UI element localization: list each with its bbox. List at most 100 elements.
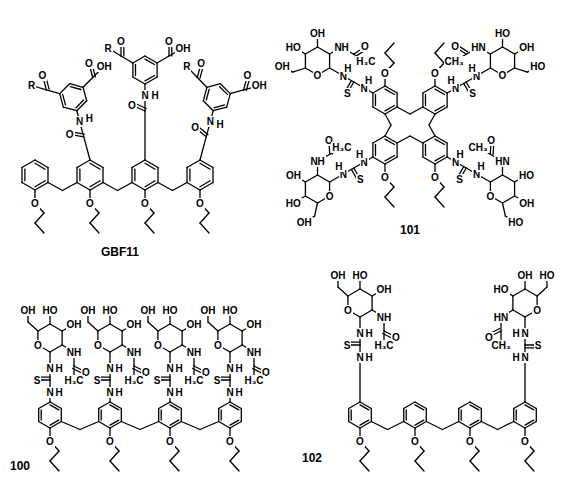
bond-line — [170, 324, 182, 331]
bond-line — [385, 125, 391, 136]
bond-line — [110, 461, 119, 471]
atom-label: O — [313, 70, 323, 81]
bond-line — [513, 310, 525, 317]
bond-line — [305, 182, 306, 196]
atom-label: HO — [42, 305, 59, 316]
bond-line — [83, 87, 87, 101]
atom-label: O — [190, 122, 200, 133]
atom-label: O — [38, 70, 48, 81]
atom-label: H — [364, 352, 373, 363]
bond-line — [498, 422, 514, 430]
atom-label: NH — [66, 347, 82, 358]
atom-label: H — [54, 387, 63, 398]
atom-label: H — [364, 328, 373, 339]
bond-line — [490, 47, 502, 54]
bond-line — [110, 451, 119, 461]
bond-line — [514, 402, 525, 409]
bond-line — [121, 56, 133, 63]
bond-line — [415, 461, 424, 471]
bond-line — [481, 422, 497, 430]
atom-label: HO — [162, 305, 179, 316]
bond-line — [170, 405, 179, 410]
bond-line — [373, 86, 385, 93]
bond-line — [396, 143, 397, 157]
bond-line — [360, 451, 369, 461]
bond-line — [181, 331, 182, 345]
atom-label: OH — [20, 305, 37, 316]
bond-line — [305, 54, 306, 68]
atom-label: OH — [66, 319, 83, 330]
atom-label: HO — [529, 61, 546, 72]
bond-line — [338, 287, 348, 296]
atom-label: N — [520, 328, 529, 339]
bond-line — [429, 125, 435, 136]
atom-label: NH — [186, 347, 202, 358]
atom-label: O — [243, 70, 253, 81]
bond-line — [77, 183, 90, 191]
atom-label: OH — [518, 198, 535, 209]
bond-line — [515, 68, 528, 72]
bond-line — [396, 93, 397, 107]
bond-line — [429, 114, 435, 125]
atom-label: NH — [309, 156, 325, 167]
atom-label: O — [105, 436, 115, 447]
bond-line — [525, 405, 534, 410]
bond-line — [35, 163, 45, 169]
atom-label: H — [114, 387, 123, 398]
bond-line — [156, 63, 157, 77]
bond-line — [200, 163, 210, 169]
bond-line — [371, 409, 372, 422]
atom-label: N — [206, 116, 215, 127]
bond-line — [76, 168, 77, 183]
bond-line — [305, 47, 317, 54]
bond-line — [514, 182, 515, 196]
bond-line — [230, 420, 239, 425]
bond-line — [38, 409, 39, 422]
bond-line — [373, 136, 385, 143]
atom-label: O — [195, 198, 205, 209]
bond-line — [490, 54, 491, 68]
atom-label: HN — [493, 312, 509, 323]
bond-line — [61, 422, 80, 430]
bond-line — [230, 345, 242, 352]
bond-line — [90, 223, 99, 233]
bond-line — [159, 422, 170, 429]
bond-line — [22, 160, 35, 168]
atom-label: CH₃ — [468, 142, 489, 153]
bond-line — [349, 402, 360, 409]
bond-line — [41, 410, 42, 420]
bond-line — [77, 101, 87, 111]
bond-line — [525, 451, 534, 461]
atom-label: HO — [494, 28, 511, 39]
bond-line — [61, 331, 62, 345]
atom-label: N — [165, 387, 174, 398]
atom-label: O — [430, 68, 440, 79]
atom-label: HO — [285, 42, 302, 53]
atom-label: O — [116, 36, 126, 47]
bond-line — [200, 181, 210, 187]
bond-line — [348, 289, 360, 296]
bond-line — [218, 324, 230, 331]
atom-label: O — [360, 41, 370, 52]
atom-label: NH — [126, 347, 142, 358]
atom-label: N — [355, 352, 364, 363]
bond-line — [145, 213, 154, 223]
bond-line — [435, 197, 444, 207]
bond-line — [219, 422, 230, 429]
atom-label: HO — [222, 305, 239, 316]
bond-line — [207, 84, 221, 88]
atom-label: H₃C — [374, 340, 395, 351]
bond-line — [83, 78, 93, 88]
bond-line — [435, 106, 445, 111]
bond-line — [227, 94, 231, 108]
bond-line — [135, 65, 136, 76]
bond-line — [360, 310, 372, 317]
atom-label: H — [174, 387, 183, 398]
atom-label: O — [498, 70, 508, 81]
atom-label: O — [430, 172, 440, 183]
bond-line — [50, 420, 59, 425]
atom-label: H — [114, 363, 123, 374]
bond-line — [38, 324, 50, 331]
atom-label: H — [511, 328, 520, 339]
bond-line — [50, 345, 62, 352]
